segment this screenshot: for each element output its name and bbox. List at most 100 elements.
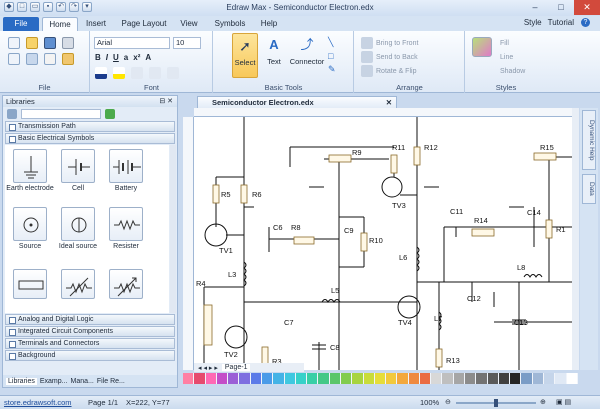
palette-swatch[interactable]	[408, 373, 420, 384]
shape-potentiometer[interactable]	[109, 269, 143, 299]
minimize-icon[interactable]: –	[532, 2, 538, 12]
category-integrated-circuit-components[interactable]: Integrated Circuit Components	[5, 326, 175, 337]
palette-swatch[interactable]	[566, 373, 578, 384]
quick-style-icon[interactable]	[472, 37, 492, 57]
connector-tool[interactable]: ⤴ Connector	[288, 33, 326, 78]
palette-swatch[interactable]	[250, 373, 262, 384]
strike-icon[interactable]: a	[123, 53, 129, 62]
library-search-input[interactable]	[21, 108, 101, 119]
format-painter-icon[interactable]	[62, 53, 74, 65]
tutorial-button[interactable]: Tutorial	[547, 18, 574, 27]
library-menu-icon[interactable]	[7, 108, 17, 119]
palette-swatch[interactable]	[295, 373, 308, 384]
palette-swatch[interactable]	[442, 373, 454, 384]
shadow-button[interactable]: Shadow	[500, 65, 525, 77]
tab-page-layout[interactable]: Page Layout	[121, 19, 167, 28]
select-tool[interactable]: ➚ Select	[232, 33, 258, 78]
library-go-icon[interactable]	[105, 108, 115, 119]
line-tool-icon[interactable]: ╲	[328, 37, 334, 47]
shape-tool-icon[interactable]: □	[328, 51, 334, 61]
maximize-icon[interactable]: □	[558, 2, 564, 12]
palette-swatch[interactable]	[544, 373, 556, 384]
increase-font-icon[interactable]: A	[145, 53, 152, 62]
bottom-tab-manage[interactable]: Mana...	[70, 377, 94, 385]
palette-swatch[interactable]	[273, 373, 285, 384]
page-nav-icon[interactable]: ◂ ◂ ▸ ▸	[198, 364, 218, 372]
palette-swatch[interactable]	[419, 373, 432, 384]
palette-swatch[interactable]	[465, 373, 477, 384]
palette-swatch[interactable]	[329, 373, 341, 384]
category-basic-electrical-symbols[interactable]: Basic Electrical Symbols	[5, 133, 175, 144]
palette-swatch[interactable]	[284, 373, 296, 384]
line-button[interactable]: Line	[500, 51, 513, 63]
palette-swatch[interactable]	[510, 373, 522, 384]
shape-ideal-source[interactable]	[61, 207, 95, 241]
tab-file[interactable]: File	[3, 17, 39, 31]
highlight-icon[interactable]	[113, 67, 125, 79]
palette-swatch[interactable]	[386, 373, 398, 384]
save-disk-icon[interactable]	[44, 37, 56, 49]
shape-resister[interactable]	[109, 207, 143, 241]
font-color-icon[interactable]	[95, 67, 107, 79]
align-center-icon[interactable]	[149, 67, 161, 79]
help-icon[interactable]: ?	[581, 18, 590, 27]
print-icon[interactable]	[62, 37, 74, 49]
palette-swatch[interactable]	[318, 373, 330, 384]
pen-tool-icon[interactable]: ✎	[328, 64, 336, 74]
document-tab[interactable]: Semiconductor Electron.edx ✕	[197, 96, 397, 108]
redo-icon[interactable]: ↷	[69, 2, 79, 12]
document-close-icon[interactable]: ✕	[385, 98, 392, 107]
palette-swatch[interactable]	[498, 373, 511, 384]
superscript-icon[interactable]: x²	[133, 53, 141, 62]
rotate-flip-button[interactable]: Rotate & Flip	[361, 65, 416, 77]
store-link[interactable]: store.edrawsoft.com	[4, 398, 72, 407]
save-icon[interactable]: ▪	[43, 2, 53, 12]
new-icon[interactable]: □	[17, 2, 27, 12]
undo-icon[interactable]: ↶	[56, 2, 66, 12]
close-icon[interactable]: ✕	[574, 0, 600, 15]
zoom-slider-thumb[interactable]	[494, 399, 498, 407]
shape-cell[interactable]	[61, 149, 95, 183]
zoom-out-icon[interactable]: ⊖	[445, 399, 451, 406]
bring-to-front-button[interactable]: Bring to Front	[361, 37, 418, 49]
category-background[interactable]: Background	[5, 350, 175, 361]
paste-icon[interactable]	[26, 53, 38, 65]
tab-insert[interactable]: Insert	[85, 19, 106, 28]
fill-button[interactable]: Fill	[500, 37, 509, 49]
palette-swatch[interactable]	[453, 373, 466, 384]
shape-earth-electrode[interactable]	[13, 149, 47, 183]
palette-swatch[interactable]	[397, 373, 409, 384]
dynamic-help-tab[interactable]: Dynamic Help	[582, 110, 596, 170]
send-to-back-button[interactable]: Send to Back	[361, 51, 418, 63]
zoom-in-icon[interactable]: ⊕	[540, 399, 546, 406]
palette-swatch[interactable]	[205, 373, 217, 384]
palette-swatch[interactable]	[487, 373, 499, 384]
palette-swatch[interactable]	[521, 373, 533, 384]
palette-swatch[interactable]	[431, 373, 443, 384]
customize-icon[interactable]: ▾	[82, 2, 92, 12]
copy-icon[interactable]	[8, 53, 20, 65]
palette-swatch[interactable]	[307, 373, 319, 384]
palette-swatch[interactable]	[228, 373, 240, 384]
italic-icon[interactable]: I	[105, 53, 109, 62]
category-terminals-connectors[interactable]: Terminals and Connectors	[5, 338, 175, 349]
underline-icon[interactable]: U	[113, 53, 119, 62]
tab-home[interactable]: Home	[42, 17, 78, 31]
text-tool[interactable]: A Text	[262, 33, 286, 78]
palette-swatch[interactable]	[363, 373, 375, 384]
bullets-icon[interactable]	[167, 67, 179, 79]
style-button[interactable]: Style	[523, 18, 542, 27]
shape-battery[interactable]	[109, 149, 143, 183]
category-analog-digital-logic[interactable]: Analog and Digital Logic	[5, 314, 175, 325]
tab-help[interactable]: Help	[260, 19, 278, 28]
drawing-canvas[interactable]: R9 R11 R12 R15 R5 R6 TV3 C11 R14 C14 R1 …	[194, 117, 572, 370]
palette-swatch[interactable]	[555, 373, 567, 384]
page-tab[interactable]: Page-1	[221, 364, 251, 371]
palette-swatch[interactable]	[352, 373, 364, 384]
vertical-scrollbar[interactable]	[572, 108, 579, 370]
pin-icon[interactable]: ⊟ ✕	[159, 98, 173, 105]
cut-icon[interactable]	[44, 53, 56, 65]
palette-swatch[interactable]	[476, 373, 488, 384]
new-doc-icon[interactable]	[8, 37, 20, 49]
shape-variable-resistor[interactable]	[61, 269, 95, 299]
